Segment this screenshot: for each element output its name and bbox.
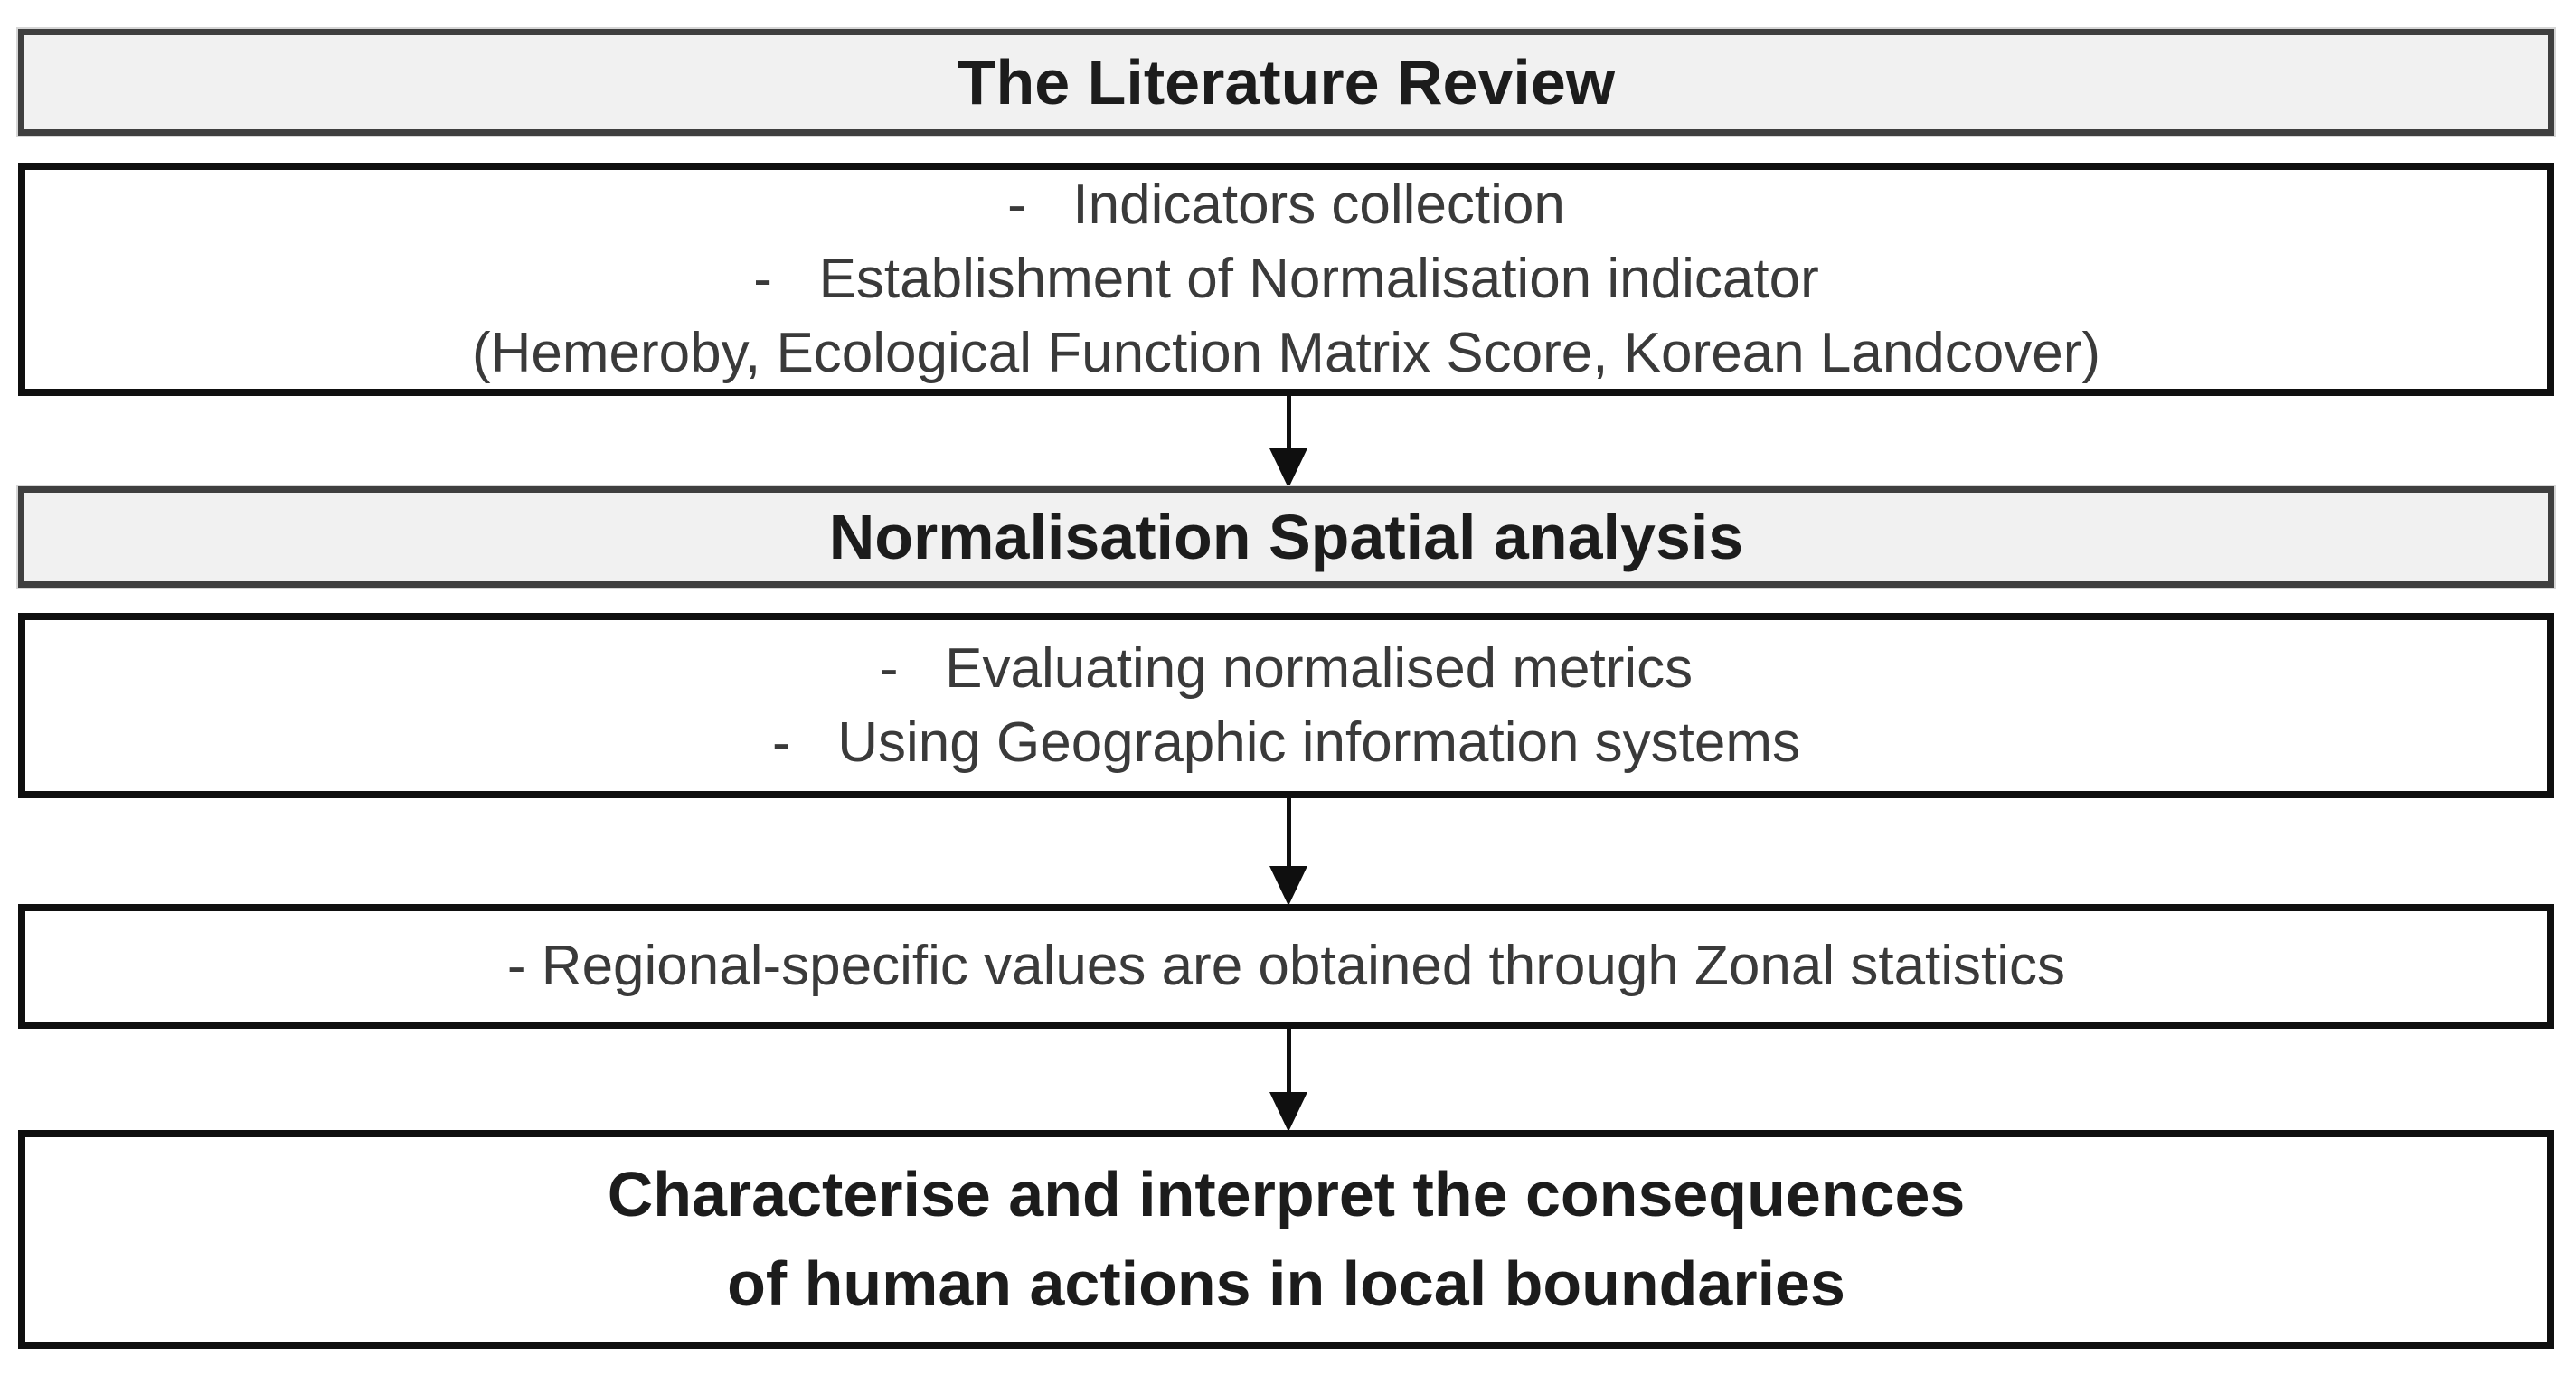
box-conclusion: Characterise and interpret the consequen… <box>18 1130 2554 1349</box>
down-arrow-2 <box>1269 798 1308 906</box>
conclusion-line-1: Characterise and interpret the consequen… <box>607 1158 1966 1229</box>
arrow-head-icon <box>1269 448 1307 488</box>
box-normalisation-header: Normalisation Spatial analysis <box>18 486 2554 588</box>
literature-review-title: The Literature Review <box>957 47 1616 118</box>
arrow-line <box>1286 396 1291 448</box>
box-zonal-statistics: - Regional-specific values are obtained … <box>18 904 2554 1029</box>
down-arrow-3 <box>1269 1029 1308 1132</box>
arrow-head-icon <box>1269 1092 1307 1132</box>
box-normalisation-items: - Evaluating normalised metrics - Using … <box>18 613 2554 798</box>
box-literature-review-items: - Indicators collection - Establishment … <box>18 163 2554 396</box>
arrow-line <box>1286 1029 1291 1092</box>
conclusion-line-2: of human actions in local boundaries <box>727 1248 1845 1319</box>
normalisation-item-metrics: - Evaluating normalised metrics <box>879 636 1694 700</box>
arrow-line <box>1286 798 1291 866</box>
box-literature-review-header: The Literature Review <box>18 29 2554 136</box>
down-arrow-1 <box>1269 396 1308 488</box>
zonal-statistics-text: - Regional-specific values are obtained … <box>506 935 2066 998</box>
literature-item-indicators: - Indicators collection <box>1007 174 1565 237</box>
normalisation-item-gis: - Using Geographic information systems <box>771 711 1801 774</box>
normalisation-title: Normalisation Spatial analysis <box>828 502 1744 572</box>
literature-item-normalisation: - Establishment of Normalisation indicat… <box>753 248 1819 311</box>
arrow-head-icon <box>1269 866 1307 906</box>
literature-item-sources: (Hemeroby, Ecological Function Matrix Sc… <box>471 321 2101 384</box>
